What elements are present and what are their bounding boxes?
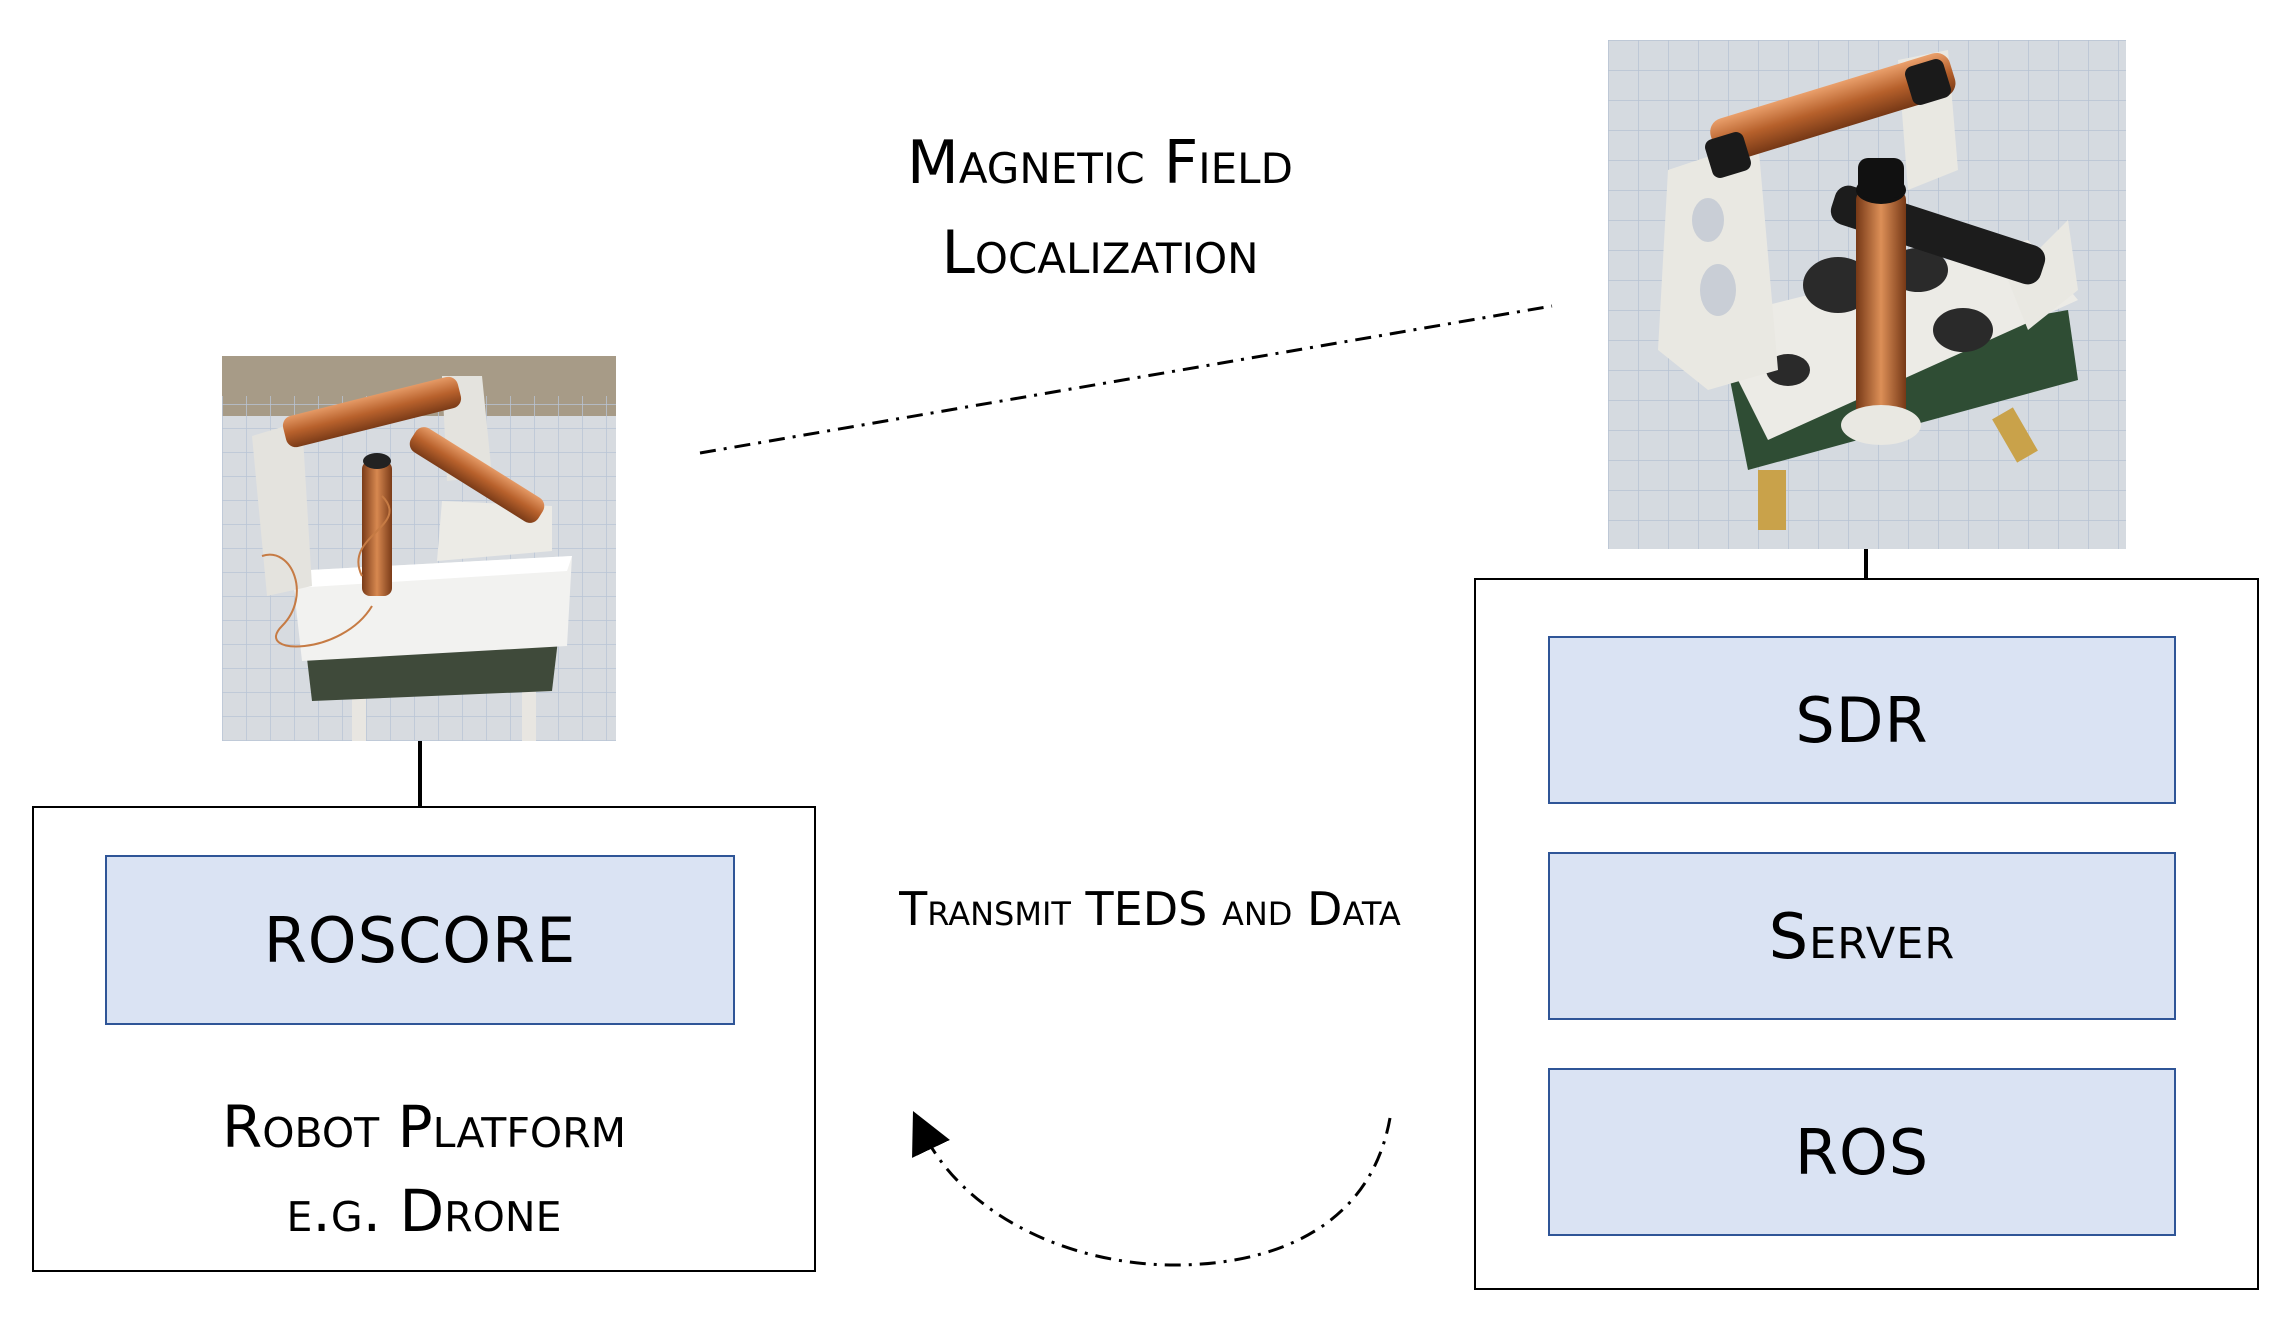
magnetic-field-label: Magnetic Field Localization <box>820 118 1380 298</box>
magnetic-field-label-line-2: Localization <box>941 218 1259 288</box>
robot-platform-caption-line-2: e.g. Drone <box>286 1177 562 1246</box>
sdr-block: SDR <box>1548 636 2176 804</box>
ros-block: ROS <box>1548 1068 2176 1236</box>
robot-sensor-illustration <box>222 356 616 741</box>
transmit-arrow <box>912 1111 1392 1267</box>
anchor-illustration <box>1608 40 2126 549</box>
robot-sensor-photo <box>222 356 616 741</box>
magnetic-field-link <box>699 304 1553 455</box>
magnetic-field-label-line-1: Magnetic Field <box>907 128 1293 198</box>
server-block: Server <box>1548 852 2176 1020</box>
robot-platform-caption: Robot Platform e.g. Drone <box>32 1085 816 1253</box>
robot-platform-caption-line-1: Robot Platform <box>221 1093 627 1161</box>
transmit-label: Transmit TEDS and Data <box>899 882 1401 936</box>
roscore-block: ROSCORE <box>105 855 735 1025</box>
anchor-photo <box>1608 40 2126 549</box>
